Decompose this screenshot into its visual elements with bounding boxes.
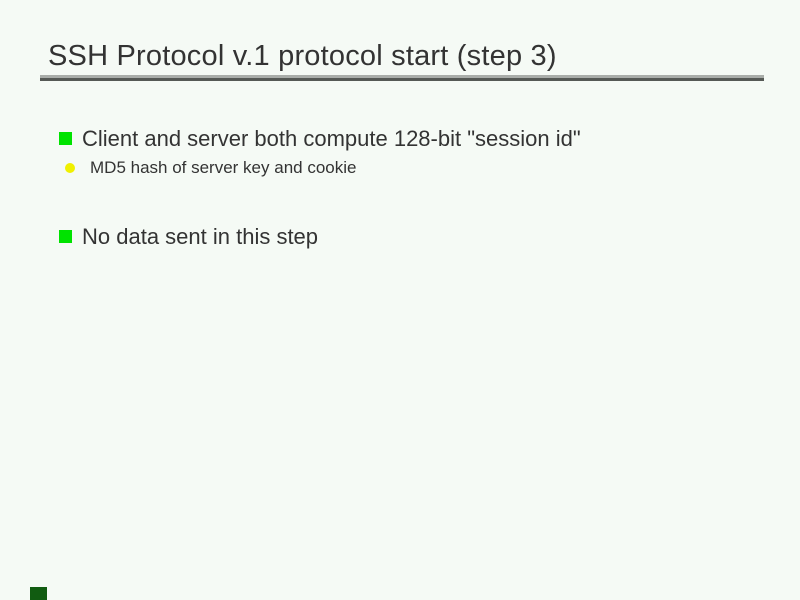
- bullet-item: No data sent in this step: [0, 222, 800, 251]
- page-corner-mark: [30, 587, 47, 600]
- bullet-text: No data sent in this step: [82, 224, 319, 249]
- green-square-bullet-icon: [59, 132, 72, 145]
- bullet-list: Client and server both compute 128-bit "…: [0, 124, 800, 251]
- yellow-circle-bullet-icon: [65, 162, 75, 173]
- bullet-text: MD5 hash of server key and cookie: [90, 158, 357, 177]
- title-underline-rule: [40, 75, 764, 81]
- bullet-item: Client and server both compute 128-bit "…: [0, 124, 800, 153]
- green-square-bullet-icon: [59, 230, 72, 243]
- slide-title: SSH Protocol v.1 protocol start (step 3): [48, 40, 557, 72]
- bullet-text: Client and server both compute 128-bit "…: [82, 126, 581, 151]
- bullet-subitem: MD5 hash of server key and cookie: [0, 156, 800, 179]
